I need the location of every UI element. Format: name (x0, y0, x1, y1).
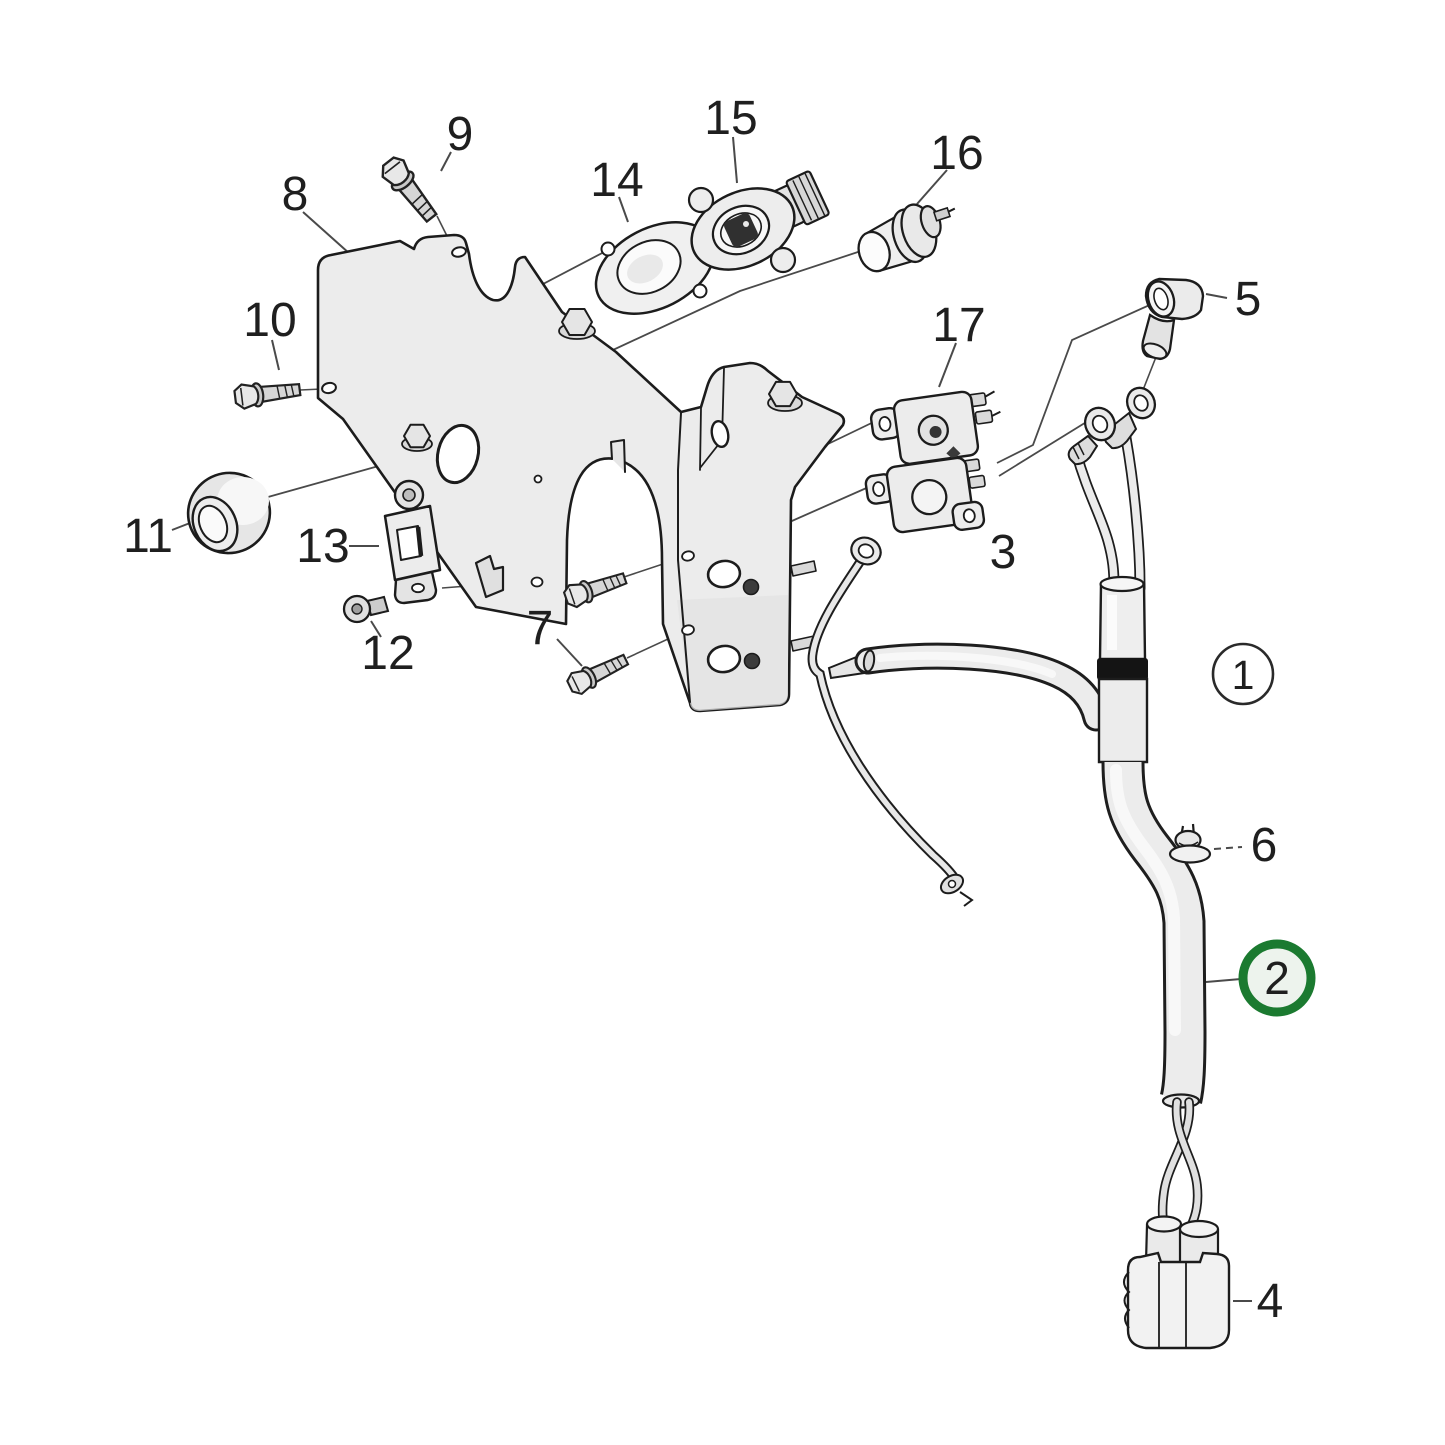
ring-terminal-upper (1103, 386, 1157, 450)
part-grommet (186, 471, 272, 555)
part-screw-12 (342, 594, 390, 624)
callout-1-circle[interactable]: 1 (1211, 642, 1275, 706)
main-cable (1104, 761, 1204, 1104)
part-clip-bracket (383, 479, 442, 605)
leader-14 (618, 196, 629, 223)
callout-5: 5 (1235, 273, 1262, 326)
axis-line-switch16 (599, 249, 865, 357)
callout-15: 15 (704, 92, 757, 145)
leader-8 (302, 211, 351, 255)
cover-hole-a (600, 241, 616, 257)
axis-line-boot (996, 302, 1155, 464)
bracket-bolt-head-right (767, 380, 803, 412)
junction-body (1097, 677, 1149, 764)
part-push-switch (857, 203, 956, 273)
callout-3: 3 (990, 526, 1017, 579)
ground-wire-end-clip (939, 873, 974, 907)
bracket-nut-a (742, 578, 760, 596)
bracket-slot-hook (610, 439, 626, 473)
part-bolt-10 (232, 376, 303, 411)
battery-wire-b (1122, 434, 1144, 592)
callout-7: 7 (527, 602, 554, 655)
rubber-band (1097, 658, 1148, 680)
bracket-large-hole-a (706, 559, 742, 589)
bracket-bolt-head-top (558, 308, 596, 340)
leader-16 (916, 169, 948, 205)
main-cable-highlight (1110, 764, 1181, 1036)
callout-2-circle-highlighted[interactable]: 2 (1238, 939, 1316, 1017)
ground-ring-terminal (850, 536, 882, 566)
callout-11: 11 (123, 510, 173, 563)
axis-line-boot-terminal (1142, 356, 1157, 391)
clip-screw-center (402, 488, 416, 502)
branch-tube-highlight (876, 651, 1056, 678)
sleeve-top (1099, 575, 1145, 593)
part-switch-upper (869, 390, 1001, 466)
bracket-bolt-head-left (401, 423, 433, 452)
callout-16: 16 (930, 127, 983, 180)
axis-line-terminal (998, 420, 1089, 477)
bracket-tab-oval-hole (710, 419, 730, 449)
battery-wire-a (1072, 448, 1118, 591)
part-bracket (316, 233, 846, 713)
part-cover-flange (594, 221, 716, 315)
leader-9 (440, 151, 452, 172)
bracket-pilot-hole (533, 474, 543, 484)
sleeve-highlight (1107, 595, 1117, 650)
part-harness (807, 386, 1231, 1350)
bracket-hole-9 (451, 246, 467, 258)
part-switch-lower (864, 446, 986, 534)
callout-10: 10 (243, 294, 296, 347)
callout-6: 6 (1251, 819, 1278, 872)
axis-line-switch-b (775, 481, 881, 529)
bracket-oval-hole (435, 423, 481, 485)
twisted-wire-a (1173, 1099, 1201, 1229)
ground-wire (809, 553, 959, 883)
callouts: 8 9 10 11 12 13 14 15 16 17 7 3 5 6 4 (123, 92, 1283, 1328)
clip-foot-hole (411, 582, 425, 594)
part-connectors (1123, 1215, 1231, 1350)
leader-17 (938, 342, 957, 388)
callout-14: 14 (590, 154, 643, 207)
bracket-hole-10 (321, 381, 337, 395)
leader-6 (1213, 846, 1243, 850)
bracket-hook-tab (474, 554, 505, 599)
part-connector-flange (687, 170, 830, 274)
leader-5 (1205, 293, 1228, 299)
cover-hole-b (692, 283, 708, 299)
clip-hole-shadow (415, 526, 424, 557)
bracket-stud-a (790, 560, 817, 577)
part-bolt-7a (561, 566, 630, 611)
bracket-nut-b (743, 652, 761, 670)
callout-13: 13 (296, 520, 349, 573)
sleeve-upper (1098, 582, 1147, 661)
ring-terminal-lower (1067, 406, 1117, 466)
branch-tip (862, 649, 876, 673)
part-bolt-9 (376, 152, 444, 228)
branch-tube (857, 645, 1107, 729)
callout-17: 17 (932, 299, 985, 352)
bracket-plate (316, 233, 846, 713)
callout-2-label: 2 (1264, 952, 1290, 1004)
bracket-hole-7b (681, 624, 695, 636)
twisted-wire-b (1159, 1099, 1193, 1229)
part-clip-6 (1168, 823, 1212, 864)
leader-7b (556, 638, 583, 667)
leader-11 (171, 522, 191, 531)
callout-1-label: 1 (1232, 652, 1255, 698)
bracket-hole-7a (681, 550, 695, 562)
bracket-large-hole-b (706, 644, 742, 674)
callout-8: 8 (282, 168, 309, 221)
part-bolt-7b (563, 648, 632, 699)
part-boot (1141, 277, 1205, 361)
leader-10 (271, 339, 280, 371)
leader-2 (1205, 978, 1242, 983)
leader-12 (370, 620, 382, 638)
leader-15 (732, 136, 738, 184)
callout-12: 12 (361, 627, 414, 680)
callout-4: 4 (1257, 1275, 1284, 1328)
callout-9: 9 (447, 108, 474, 161)
bracket-clip-hole (530, 576, 544, 588)
